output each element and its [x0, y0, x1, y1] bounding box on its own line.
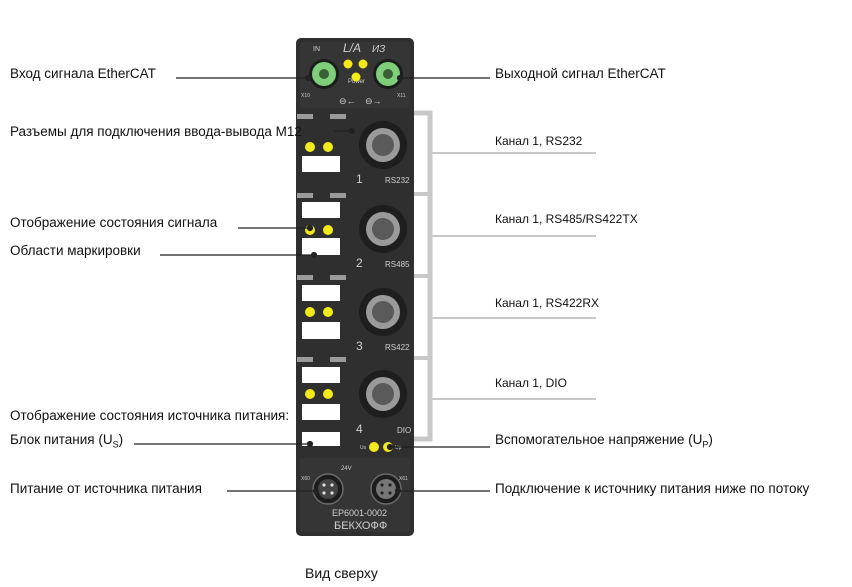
- label-ethercat-out: Выходной сигнал EtherCAT: [495, 66, 666, 81]
- leader-lines-left: [134, 74, 356, 495]
- x60-label: X60: [301, 476, 310, 482]
- label-aux-voltage: Вспомогательное напряжение (UP): [495, 432, 713, 450]
- la-label: L/A: [343, 41, 361, 55]
- label-channel-1: Канал 1, RS232: [495, 134, 583, 148]
- led-us: [369, 442, 379, 452]
- label-power-downstream: Подключение к источнику питания ниже по …: [495, 481, 810, 496]
- port-block-2: [297, 193, 407, 255]
- up-mark: Up: [395, 445, 402, 451]
- port-2-number: 2: [356, 256, 363, 270]
- label-channel-2: Канал 1, RS485/RS422TX: [495, 212, 638, 226]
- part-number: EP6001-0002: [332, 508, 387, 518]
- port-block-4: [297, 357, 407, 446]
- port-block-3: [297, 275, 407, 339]
- label-marking-areas: Области маркировки: [10, 243, 141, 258]
- port-block-1: [297, 114, 407, 172]
- port-1-number: 1: [356, 172, 363, 186]
- port-3-type: RS422: [385, 343, 410, 352]
- x61-label: X61: [399, 476, 408, 482]
- channel-connector-lines: [432, 152, 596, 400]
- power-in-connector: [312, 473, 344, 505]
- label-power-status-heading: Отображение состояния источника питания:: [10, 408, 290, 423]
- arrow-out-icon: ⊖→: [365, 96, 382, 106]
- port-3-number: 3: [356, 339, 363, 353]
- label-signal-status: Отображение состояния сигнала: [10, 215, 218, 230]
- led-power: [351, 72, 361, 82]
- port-4-type: DIO: [397, 426, 411, 435]
- label-power-supply-us: Блок питания (US): [10, 432, 124, 450]
- in-label: IN: [313, 46, 320, 53]
- led-la-in: [343, 59, 353, 69]
- port-4-number: 4: [356, 422, 363, 436]
- label-m12-sockets: Разъемы для подключения ввода-вывода M12: [10, 124, 302, 139]
- label-channel-4: Канал 1, DIO: [495, 376, 567, 390]
- label-power-feed: Питание от источника питания: [10, 481, 202, 496]
- x10-label: X10: [301, 93, 310, 99]
- led-la-out: [358, 59, 368, 69]
- us-mark: Us: [360, 445, 367, 451]
- x11-label: X11: [397, 93, 406, 99]
- port-2-type: RS485: [385, 260, 410, 269]
- arrow-in-icon: ⊖←: [339, 96, 356, 106]
- ethercat-in-connector: [309, 59, 339, 89]
- label-ethercat-in: Вход сигнала EtherCAT: [10, 66, 156, 81]
- la-label-2: ИЗ: [372, 44, 385, 55]
- channel-bracket: [414, 110, 433, 442]
- channel-dividers: [414, 192, 428, 360]
- caption-top-view: Вид сверху: [305, 565, 378, 581]
- voltage-label: 24V: [341, 466, 352, 472]
- label-channel-3: Канал 1, RS422RX: [495, 296, 600, 310]
- ethercat-out-connector: [373, 59, 403, 89]
- brand-logo: БЕКХОФФ: [334, 520, 387, 532]
- power-label: Power: [348, 79, 365, 85]
- leader-lines-right: [386, 74, 490, 495]
- power-out-connector: [370, 473, 402, 505]
- port-1-type: RS232: [385, 176, 410, 185]
